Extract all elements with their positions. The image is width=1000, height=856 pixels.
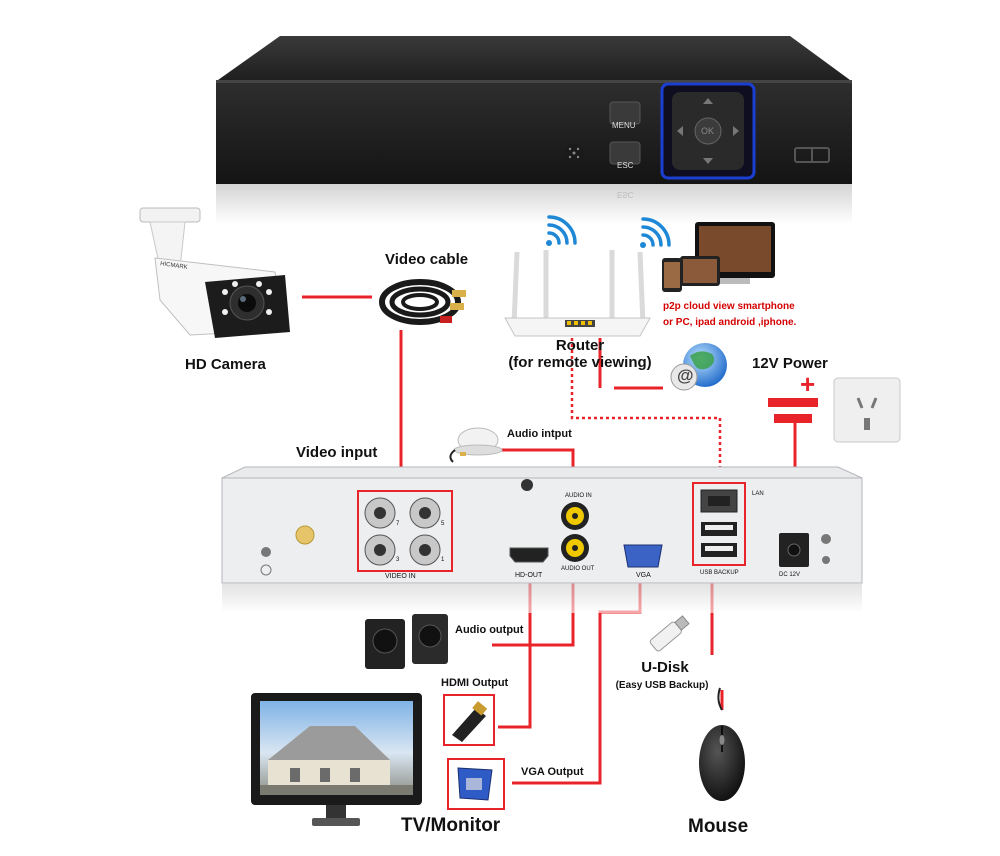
menu-button-label: MENU <box>612 121 636 130</box>
tv-monitor <box>251 693 422 826</box>
hdmi-port <box>509 547 549 563</box>
speakers <box>365 614 448 669</box>
bnc-number-1: 1 <box>441 557 445 563</box>
dc-port-label: DC 12V <box>779 572 801 578</box>
esc-reflection-label: ESC <box>617 190 634 199</box>
ok-button-label: OK <box>701 126 715 136</box>
bnc-connector <box>409 534 441 566</box>
lan-port-label: LAN <box>752 491 764 497</box>
power-label: 12V Power <box>752 355 828 372</box>
vga-port <box>623 544 663 568</box>
video-in-port-label: VIDEO IN <box>385 573 416 580</box>
speaker-grille-icon <box>565 144 583 162</box>
video-cable-label: Video cable <box>385 251 469 268</box>
power-plus-sign: + <box>800 369 816 399</box>
vga-port-label: VGA <box>636 572 651 579</box>
dvr-front-unit <box>216 36 852 224</box>
vga-cable-icon <box>447 758 505 810</box>
wifi-icon <box>546 215 577 246</box>
remote-devices-icon <box>662 222 775 292</box>
usb-stick-icon <box>649 615 690 652</box>
microphone-icon <box>449 427 503 463</box>
udisk-label: U-Disk <box>641 659 689 676</box>
mouse-icon <box>699 687 745 801</box>
bnc-connector <box>409 497 441 529</box>
router-label: Router <box>555 337 605 354</box>
p2p-line-1: p2p cloud view smartphone <box>663 301 795 312</box>
wifi-icon <box>640 217 671 248</box>
audio-out-port <box>561 534 589 562</box>
hd-out-port-label: HD-OUT <box>515 572 543 579</box>
hd-camera <box>139 207 290 338</box>
audio-output-label: Audio output <box>455 624 524 636</box>
esc-button-label: ESC <box>617 161 634 170</box>
bnc-connector <box>364 534 396 566</box>
power-socket <box>833 377 901 443</box>
internet-globe-icon <box>670 343 727 391</box>
mouse-label: Mouse <box>688 816 749 837</box>
video-input-label: Video input <box>296 444 378 461</box>
audio-in-port <box>561 502 589 530</box>
internet-at-symbol: @ <box>677 366 694 385</box>
dc-power-symbol <box>768 398 818 423</box>
bnc-number-7: 7 <box>396 521 400 527</box>
camera-label: HD Camera <box>185 356 266 373</box>
video-cable <box>379 279 466 325</box>
audio-in-port-label: AUDIO IN <box>565 493 592 499</box>
bnc-connector <box>364 497 396 529</box>
tv-monitor-label: TV/Monitor <box>401 815 501 836</box>
bnc-number-3: 3 <box>396 557 400 563</box>
network-dashed-line <box>570 338 722 490</box>
p2p-line-2: or PC, ipad android ,iphone. <box>663 317 797 328</box>
usb-backup-port-label: USB BACKUP <box>700 570 739 576</box>
dvr-back-panel <box>221 466 863 613</box>
hdmi-cable-icon <box>443 694 495 746</box>
audio-input-label: Audio intput <box>507 428 572 440</box>
hdmi-output-label: HDMI Output <box>441 677 509 689</box>
navigation-pad <box>660 82 756 180</box>
audio-out-port-label: AUDIO OUT <box>561 566 595 572</box>
router <box>504 250 651 337</box>
router-sublabel: (for remote viewing) <box>508 354 652 371</box>
vga-output-label: VGA Output <box>521 766 584 778</box>
udisk-sublabel: (Easy USB Backup) <box>615 680 709 691</box>
bnc-number-5: 5 <box>441 521 445 527</box>
